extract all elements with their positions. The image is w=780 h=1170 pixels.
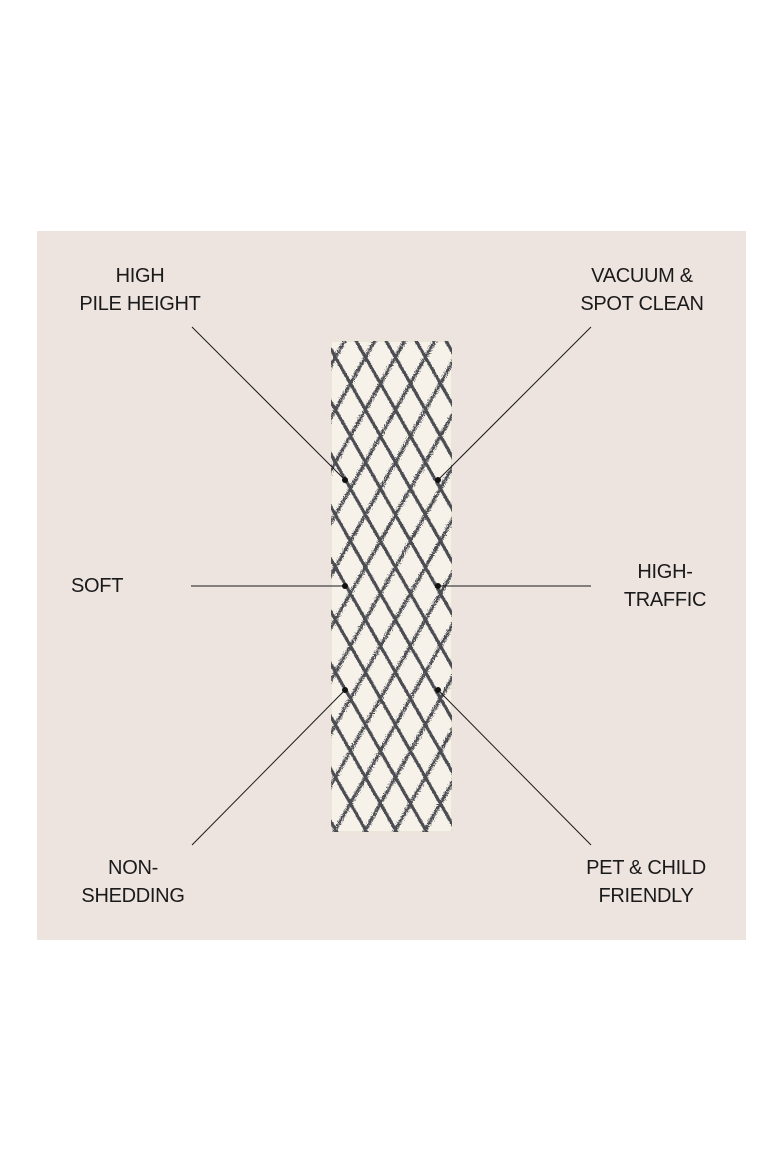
rug-pattern-line <box>362 675 452 832</box>
rug-pattern-line <box>392 727 452 832</box>
dot-high-traffic <box>435 583 441 589</box>
feature-label-high-pile-height: HIGH PILE HEIGHT <box>60 262 220 318</box>
rug-runner-image <box>0 331 780 842</box>
feature-label-vacuum-spot-clean: VACUUM & SPOT CLEAN <box>560 262 724 318</box>
dot-non-shedding <box>342 687 348 693</box>
leader-lines <box>191 326 592 846</box>
rug-pattern-line <box>331 341 437 526</box>
feature-label-line: SOFT <box>71 575 124 597</box>
feature-label-line: FRIENDLY <box>598 885 694 907</box>
rug-pattern-line <box>331 713 399 832</box>
feature-label-soft: SOFT <box>71 572 151 600</box>
rug-pattern-line <box>331 465 452 684</box>
feature-label-non-shedding: NON- SHEDDING <box>58 854 208 910</box>
rug-pattern-line <box>331 608 452 827</box>
feature-label-line: VACUUM & <box>591 265 693 287</box>
feature-label-line: HIGH- <box>637 561 693 583</box>
rug-pattern-line <box>354 341 452 512</box>
rug-pattern-line <box>0 331 20 842</box>
leader-line-vacuum <box>437 326 592 481</box>
feature-label-line: TRAFFIC <box>623 589 707 611</box>
leader-dots <box>342 477 441 693</box>
feature-label-line: PILE HEIGHT <box>79 293 201 315</box>
rug-pattern-line <box>331 341 407 474</box>
leader-line-non-shedding <box>191 689 346 846</box>
rug-pattern-line <box>331 451 452 670</box>
rug-pattern-line <box>331 661 429 832</box>
dot-soft <box>342 583 348 589</box>
feature-label-pet-child-friendly: PET & CHILD FRIENDLY <box>568 854 724 910</box>
dot-high-pile <box>342 477 348 483</box>
dot-vacuum <box>435 477 441 483</box>
rug-pattern-line <box>332 622 452 832</box>
rug-pattern-line <box>331 360 452 579</box>
dot-pet-child <box>435 687 441 693</box>
rug-pattern-line <box>331 341 377 421</box>
rug-pattern-line <box>0 331 80 842</box>
feature-label-line: SPOT CLEAN <box>580 293 704 315</box>
feature-label-line: HIGH <box>115 265 165 287</box>
rug-pattern-line <box>331 346 452 565</box>
feature-label-line: NON- <box>108 857 158 879</box>
feature-label-high-traffic: HIGH- TRAFFIC <box>600 558 730 614</box>
rug-pattern-line <box>384 341 452 460</box>
rug-pattern-line <box>331 503 452 722</box>
rug-pattern-line <box>331 517 452 736</box>
feature-label-line: PET & CHILD <box>586 857 706 879</box>
leader-line-pet-child <box>437 689 592 846</box>
rug-pattern-line <box>0 331 50 842</box>
rug-pattern-line <box>740 331 780 842</box>
rug-pattern-line <box>331 412 452 631</box>
feature-label-line: SHEDDING <box>81 885 185 907</box>
leader-line-high-pile <box>191 326 346 481</box>
